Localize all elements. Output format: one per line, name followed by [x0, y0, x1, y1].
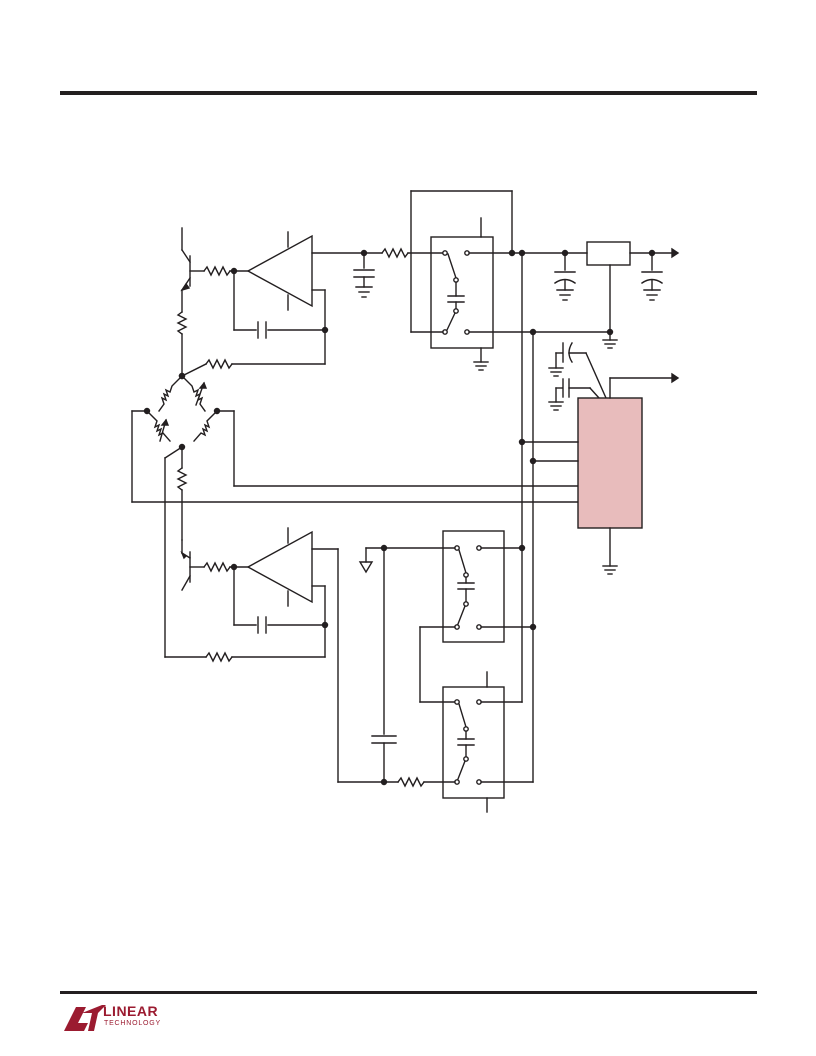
reference-capacitor-1 [548, 342, 607, 399]
logo-subtext: TECHNOLOGY [104, 1020, 162, 1027]
top-series-resistor [381, 247, 409, 259]
footer-rule [60, 991, 757, 994]
regulator-box [586, 241, 631, 266]
lt-logo-icon [64, 1005, 106, 1031]
emitter-resistor-top [176, 311, 188, 335]
filter-capacitor-ground [353, 269, 375, 298]
bottom-transistor [180, 539, 205, 591]
top-transistor [180, 227, 205, 313]
bottom-base-resistor [203, 561, 231, 573]
emitter-resistor-bottom [176, 467, 188, 491]
top-amplifier [246, 231, 326, 331]
header-rule [60, 91, 757, 95]
top-feedback-resistor [205, 358, 233, 370]
switch-box-middle [442, 530, 505, 643]
logo-word: LINEAR [103, 1003, 159, 1019]
bottom-feedback-resistor [205, 651, 233, 663]
top-base-resistor [203, 265, 231, 277]
output-arrow-adc [671, 372, 680, 384]
bottom-series-resistor [397, 776, 425, 788]
output-capacitor-2 [641, 252, 663, 301]
ground-triangle [358, 561, 374, 574]
reference-capacitor-2 [548, 378, 600, 411]
output-arrow-top [671, 247, 680, 259]
bottom-amplifier [246, 527, 326, 626]
adc-block [577, 397, 643, 529]
sensor-bridge [143, 372, 221, 451]
switch-box-top [430, 217, 494, 371]
switch-box-bottom [442, 671, 505, 813]
output-capacitor-1 [554, 252, 576, 301]
